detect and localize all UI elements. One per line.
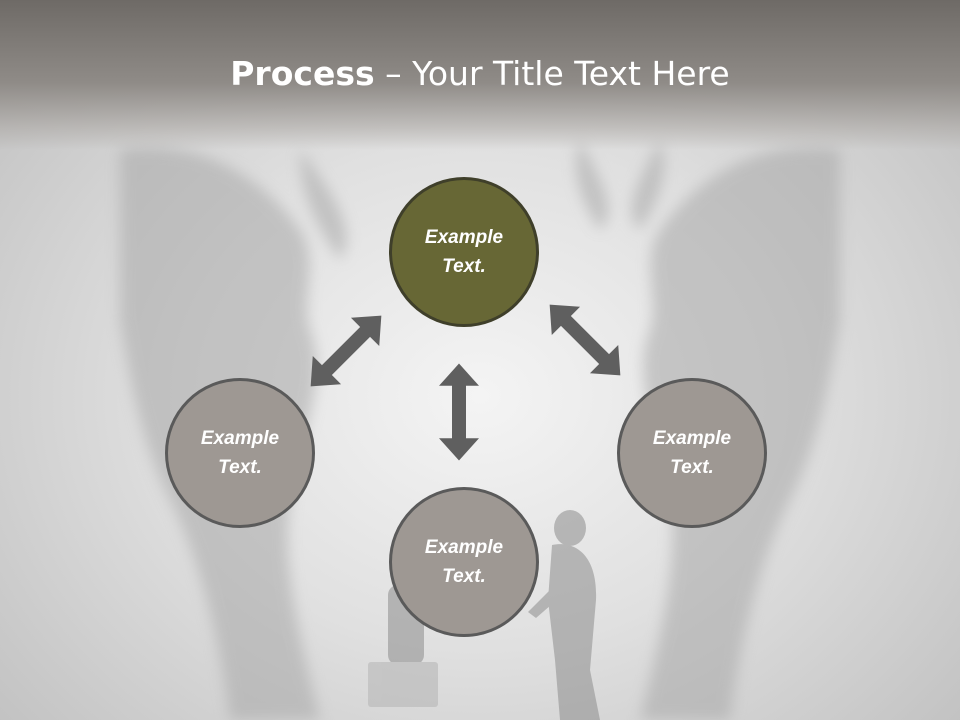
- node-bottom-line1: Example: [424, 537, 504, 558]
- title-rest: – Your Title Text Here: [374, 54, 730, 93]
- title-bar: [0, 0, 960, 150]
- node-right: Example Text.: [617, 378, 767, 528]
- title-bold: Process: [230, 54, 375, 93]
- slide-title: Process – Your Title Text Here: [0, 52, 960, 96]
- node-left-line1: Example: [200, 428, 280, 449]
- node-top-line1: Example: [424, 227, 504, 248]
- node-top-line2: Text.: [442, 256, 486, 277]
- node-bottom-line2: Text.: [442, 566, 486, 587]
- node-top: Example Text.: [389, 177, 539, 327]
- node-left-line2: Text.: [218, 457, 262, 478]
- node-bottom: Example Text.: [389, 487, 539, 637]
- node-right-line2: Text.: [670, 457, 714, 478]
- node-left: Example Text.: [165, 378, 315, 528]
- node-right-line1: Example: [652, 428, 732, 449]
